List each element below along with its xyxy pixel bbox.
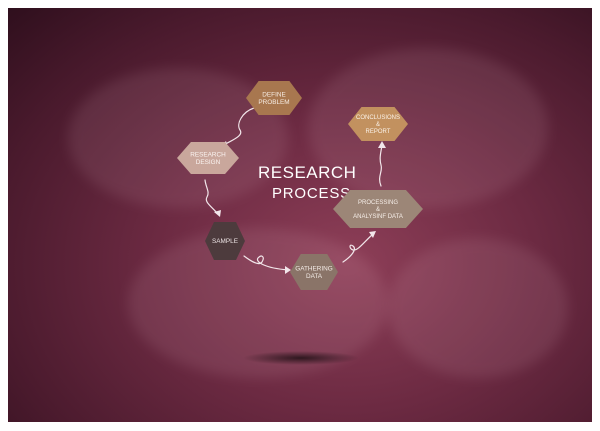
arrow-gathering-to-processing bbox=[342, 233, 374, 263]
step-label: ANALYSINF DATA bbox=[353, 214, 403, 220]
arrow-design-to-sample bbox=[204, 179, 219, 215]
step-label: DESIGN bbox=[196, 159, 221, 166]
step-label: REPORT bbox=[366, 129, 391, 135]
step-hexagon bbox=[246, 81, 302, 115]
diagram-title: RESEARCH PROCESS bbox=[258, 163, 356, 202]
step-label: DATA bbox=[306, 273, 323, 280]
step-label: CONCLUSIONS bbox=[356, 115, 400, 121]
title-line-2: PROCESS bbox=[272, 185, 351, 202]
step-label: GATHERING bbox=[295, 266, 333, 273]
step-label: PROBLEM bbox=[258, 99, 289, 106]
step-label: DEFINE bbox=[262, 92, 285, 99]
step-hexagon bbox=[205, 222, 245, 260]
step-conclusions-report: CONCLUSIONS&REPORT bbox=[348, 107, 408, 141]
step-hexagon bbox=[177, 142, 239, 174]
step-processing-analysing-data: PROCESSING&ANALYSINF DATA bbox=[333, 190, 423, 228]
step-hexagon bbox=[348, 107, 408, 141]
step-hexagon bbox=[290, 254, 338, 290]
floating-shadow bbox=[243, 351, 359, 365]
arrow-processing-to-conclusions bbox=[378, 144, 383, 187]
step-label: SAMPLE bbox=[212, 238, 238, 245]
title-line-1: RESEARCH bbox=[258, 163, 356, 182]
arrows bbox=[204, 107, 386, 274]
arrow-sample-to-gathering bbox=[243, 255, 289, 271]
step-sample: SAMPLE bbox=[205, 222, 245, 260]
step-label: RESEARCH bbox=[190, 152, 226, 159]
step-label: & bbox=[376, 207, 380, 213]
step-label: PROCESSING bbox=[358, 200, 398, 206]
step-label: & bbox=[376, 122, 380, 128]
arrow-define-to-design bbox=[221, 107, 255, 147]
step-hexagon bbox=[333, 190, 423, 228]
